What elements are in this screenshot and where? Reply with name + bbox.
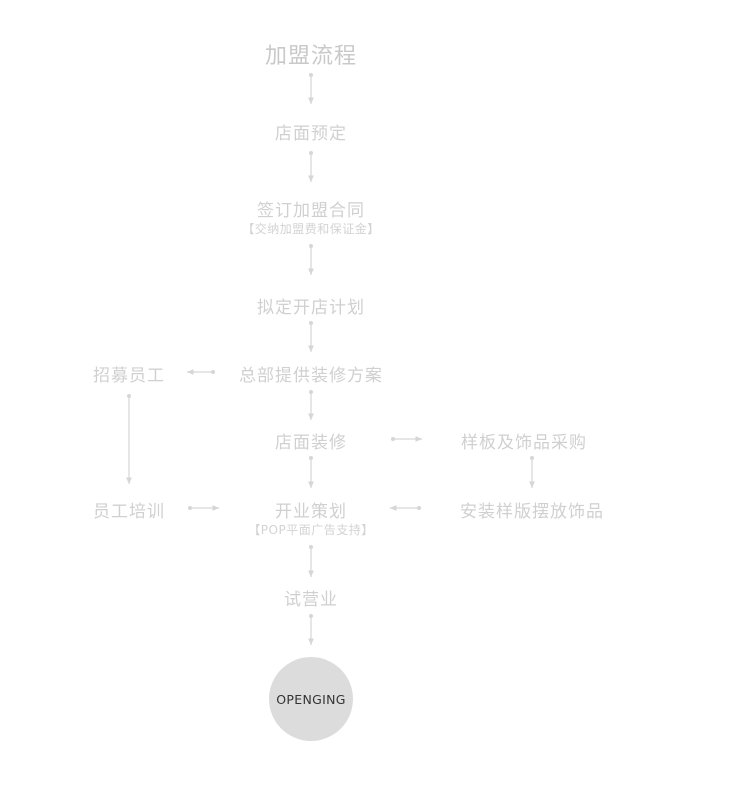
step-recruit: 招募员工 xyxy=(93,366,165,386)
step-opening-plan-draft: 拟定开店计划 xyxy=(257,298,365,318)
step-display: 安装样版摆放饰品 xyxy=(460,502,604,522)
step-trial: 试营业 xyxy=(284,590,338,610)
step-reserve: 店面预定 xyxy=(275,124,347,144)
step-sign-contract-note: 【交纳加盟费和保证金】 xyxy=(242,222,380,236)
end-label: OPENGING xyxy=(276,691,346,707)
step-training: 员工培训 xyxy=(93,502,165,522)
step-opening-planning: 开业策划 xyxy=(275,502,347,522)
flow-title: 加盟流程 xyxy=(264,44,358,69)
step-sign-contract: 签订加盟合同 xyxy=(257,201,365,221)
step-opening-planning-note: 【POP平面广告支持】 xyxy=(248,523,374,537)
step-purchase: 样板及饰品采购 xyxy=(461,433,587,453)
end-circle: OPENGING xyxy=(269,657,353,741)
step-hq-design: 总部提供装修方案 xyxy=(239,366,383,386)
step-renovate: 店面装修 xyxy=(275,433,347,453)
